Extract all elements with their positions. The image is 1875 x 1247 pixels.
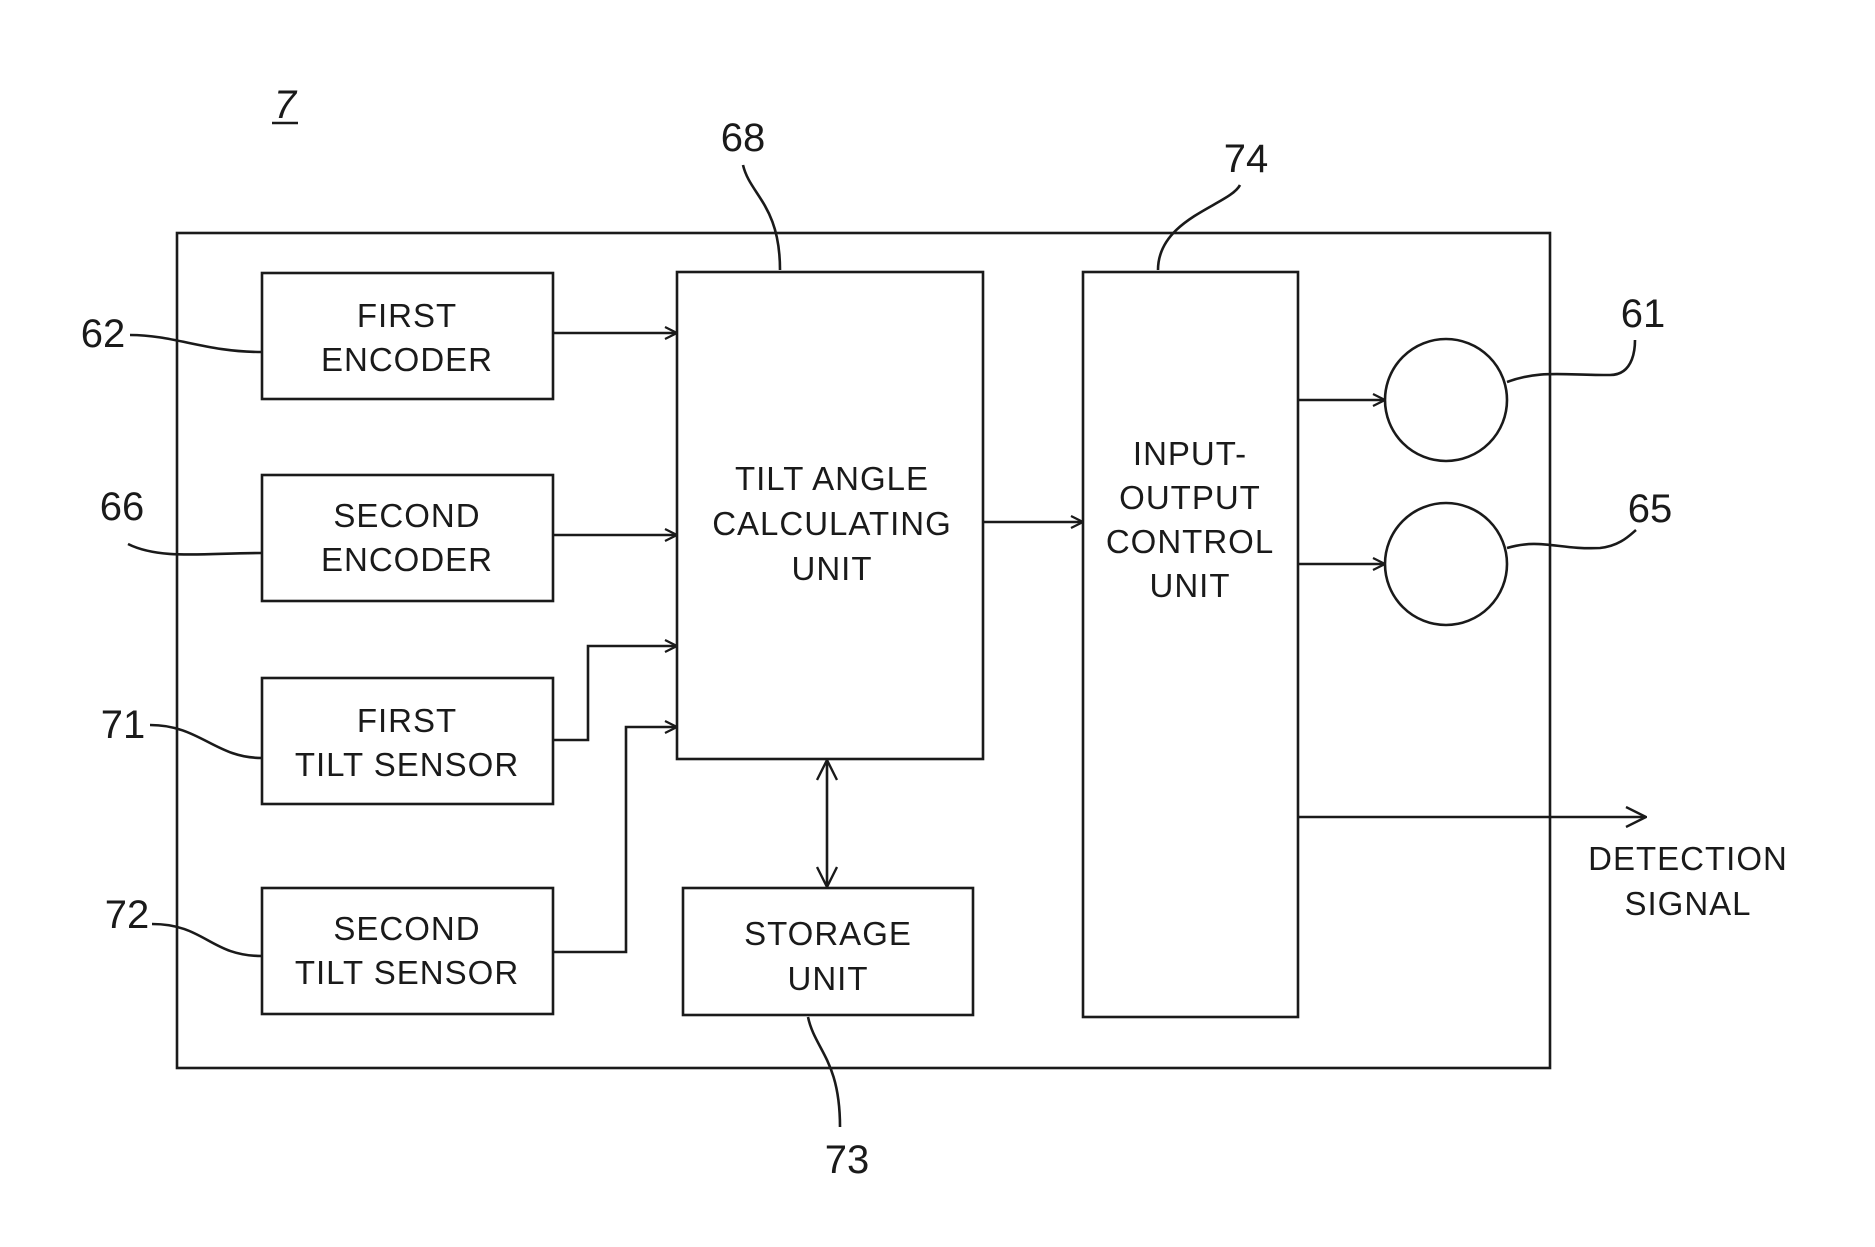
io-control-label-line3: CONTROL	[1106, 523, 1274, 560]
first-encoder-label-line1: FIRST	[357, 297, 457, 334]
io-control-label-line1: INPUT-	[1133, 435, 1247, 472]
first-tilt-sensor-label-line2: TILT SENSOR	[295, 746, 519, 783]
tilt-angle-calculating-unit-block: TILT ANGLE CALCULATING UNIT	[677, 272, 983, 759]
second-tilt-sensor-label-line2: TILT SENSOR	[295, 954, 519, 991]
ref-62: 62	[81, 312, 126, 356]
io-control-label-line4: UNIT	[1150, 567, 1231, 604]
io-control-label-line2: OUTPUT	[1119, 479, 1261, 516]
figure-number: 7	[274, 83, 298, 127]
second-encoder-label-line2: ENCODER	[321, 541, 493, 578]
first-tilt-sensor-label-line1: FIRST	[357, 702, 457, 739]
second-tilt-sensor-label-line1: SECOND	[333, 910, 480, 947]
ref-61: 61	[1621, 292, 1666, 336]
detection-signal-label-line1: DETECTION	[1588, 840, 1788, 877]
tilt-angle-label-line2: CALCULATING	[712, 505, 952, 542]
detection-signal-label-line2: SIGNAL	[1624, 885, 1751, 922]
first-encoder-label-line2: ENCODER	[321, 341, 493, 378]
second-encoder-label-line1: SECOND	[333, 497, 480, 534]
tilt-angle-label-line3: UNIT	[792, 550, 873, 587]
second-tilt-sensor-block: SECOND TILT SENSOR	[262, 888, 553, 1014]
input-output-control-unit-block: INPUT- OUTPUT CONTROL UNIT	[1083, 272, 1298, 1017]
ref-68: 68	[721, 116, 766, 160]
motor-65-circle	[1385, 503, 1507, 625]
ref-74: 74	[1224, 137, 1269, 181]
storage-unit-block: STORAGE UNIT	[683, 888, 973, 1015]
ref-73: 73	[825, 1138, 870, 1182]
motor-61-circle	[1385, 339, 1507, 461]
ref-71: 71	[101, 703, 146, 747]
ref-65: 65	[1628, 487, 1673, 531]
first-encoder-block: FIRST ENCODER	[262, 273, 553, 399]
storage-unit-label-line1: STORAGE	[744, 915, 912, 952]
storage-unit-label-line2: UNIT	[788, 960, 869, 997]
ref-72: 72	[105, 893, 150, 937]
tilt-angle-label-line1: TILT ANGLE	[735, 460, 929, 497]
first-tilt-sensor-block: FIRST TILT SENSOR	[262, 678, 553, 804]
second-encoder-block: SECOND ENCODER	[262, 475, 553, 601]
ref-66: 66	[100, 485, 145, 529]
